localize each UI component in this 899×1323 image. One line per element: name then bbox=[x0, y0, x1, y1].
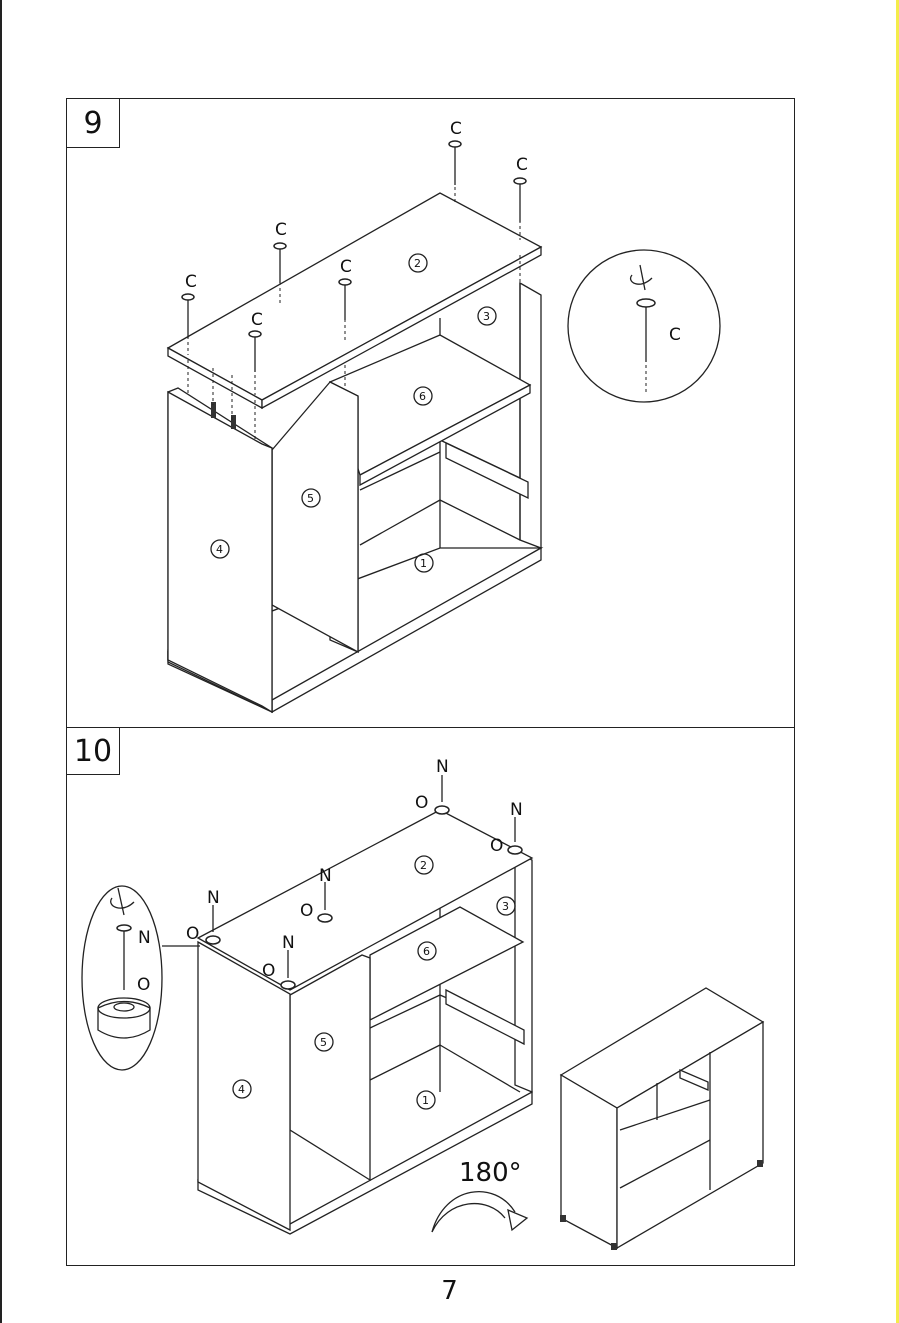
step10-screw-label: N bbox=[436, 757, 449, 777]
step9-middle-divider bbox=[272, 382, 358, 652]
step10-part-2: 2 bbox=[420, 859, 427, 872]
step10-glide-label: O bbox=[186, 924, 199, 944]
step-10-number-box: 10 bbox=[66, 727, 120, 775]
step10-detail-glide-label: O bbox=[137, 975, 150, 995]
step9-screw-label: C bbox=[516, 155, 528, 175]
step9-screw-label: C bbox=[185, 272, 197, 292]
step9-screw-detail bbox=[568, 250, 720, 402]
step10-detail-screw-label: N bbox=[138, 928, 151, 948]
step10-part-4: 4 bbox=[238, 1083, 245, 1096]
finished-cabinet-drawing bbox=[560, 988, 763, 1250]
step10-part-3: 3 bbox=[502, 900, 509, 913]
step10-glide-label: O bbox=[415, 793, 428, 813]
step9-cabinet-drawing bbox=[168, 141, 541, 712]
step-9-number: 9 bbox=[83, 106, 102, 141]
step9-part-6: 6 bbox=[419, 390, 426, 403]
step9-screw-label: C bbox=[450, 119, 462, 139]
step9-part-4: 4 bbox=[216, 543, 223, 556]
step9-screw-label: C bbox=[275, 220, 287, 240]
page-number: 7 bbox=[0, 1276, 899, 1306]
step9-drawer-rail bbox=[446, 443, 528, 498]
step10-part-1: 1 bbox=[422, 1094, 429, 1107]
step10-screw-label: N bbox=[207, 888, 220, 908]
step10-part-6: 6 bbox=[423, 945, 430, 958]
step10-glide-label: O bbox=[490, 836, 503, 856]
step9-part-2: 2 bbox=[414, 257, 421, 270]
step9-detail-screw-label: C bbox=[669, 325, 681, 345]
step10-screw-label: N bbox=[282, 933, 295, 953]
step9-part-3: 3 bbox=[483, 310, 490, 323]
step10-glide-label: O bbox=[262, 961, 275, 981]
step-9-number-box: 9 bbox=[66, 98, 120, 148]
step9-part-1: 1 bbox=[420, 557, 427, 570]
step10-drawer-rail bbox=[446, 990, 524, 1044]
step9-part-5: 5 bbox=[307, 492, 314, 505]
step9-screw-label: C bbox=[251, 310, 263, 330]
step10-part-5: 5 bbox=[320, 1036, 327, 1049]
step10-right-side-panel bbox=[515, 852, 532, 1092]
step10-middle-divider bbox=[290, 955, 370, 1180]
step9-right-side-panel bbox=[520, 283, 541, 548]
step-10-number: 10 bbox=[74, 734, 112, 769]
rotate-arrow-icon bbox=[432, 1192, 527, 1232]
step10-screw-label: N bbox=[510, 800, 523, 820]
step9-screw-label: C bbox=[340, 257, 352, 277]
rotation-label: 180° bbox=[459, 1158, 522, 1188]
step10-screw-label: N bbox=[319, 866, 332, 886]
step10-glide-label: O bbox=[300, 901, 313, 921]
